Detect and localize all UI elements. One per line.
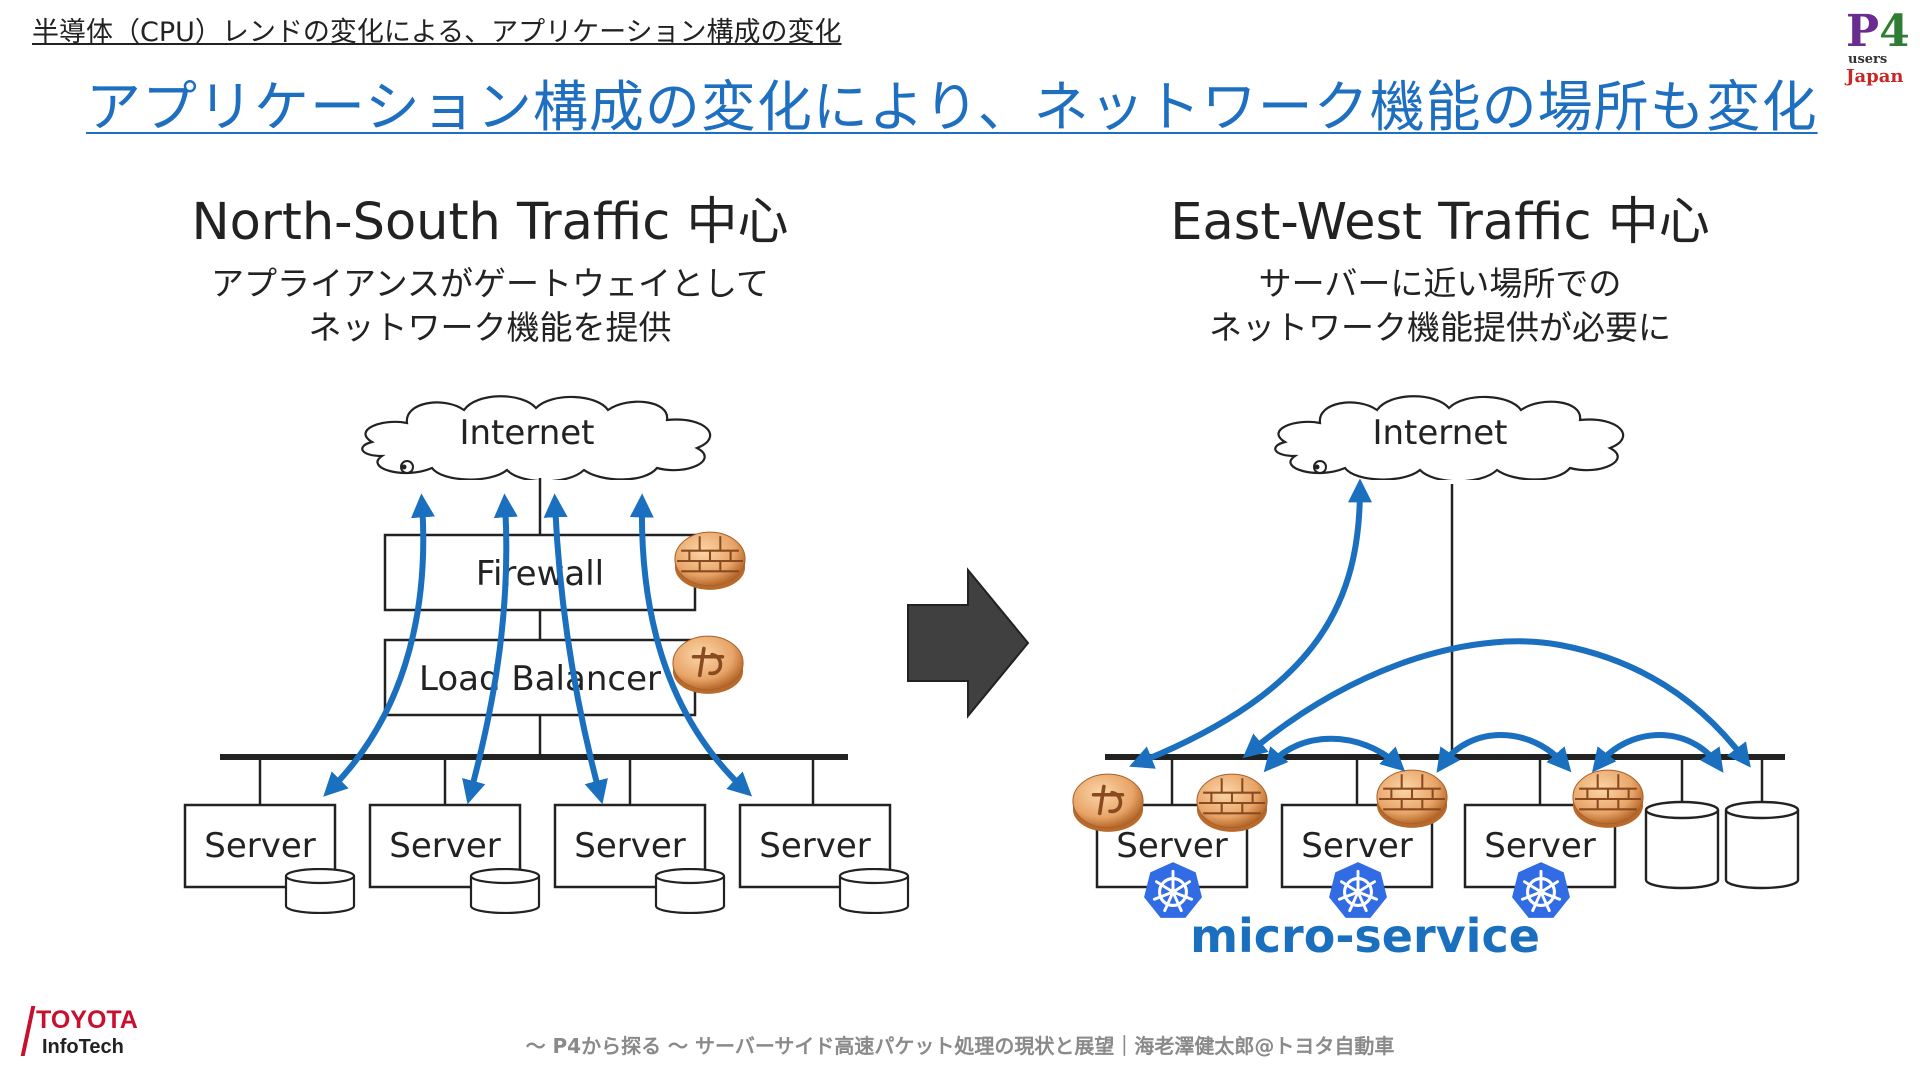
logo-four: 4 (1879, 6, 1910, 57)
left-server-4-label: Server (759, 826, 871, 866)
left-server-2-label: Server (389, 826, 501, 866)
left-internet-label: Internet (459, 413, 594, 453)
database-icon (654, 868, 726, 914)
ew-arrow-internet (1129, 478, 1372, 769)
brick-wall-icon (1195, 773, 1269, 833)
ns-arrow-1 (323, 493, 435, 797)
left-server-2: Server (368, 803, 541, 914)
ew-arrow-3 (1591, 732, 1724, 773)
left-desc-line2: ネットワーク機能を提供 (308, 308, 672, 347)
ew-arrow-long (1242, 638, 1751, 768)
ns-arrow-3 (543, 493, 608, 805)
ew-arrow-2 (1436, 732, 1572, 773)
page-title: アプリケーション構成の変化により、ネットワーク機能の場所も変化 (86, 75, 1818, 139)
right-server-2-label: Server (1301, 826, 1413, 866)
left-diagram: Internet Firewall Load Balancer Server S… (183, 395, 910, 914)
database-icon (469, 868, 541, 914)
database-icon (284, 868, 356, 914)
brand-line1: TOYOTA (36, 1006, 138, 1034)
left-server-3-label: Server (574, 826, 686, 866)
right-server-3-label: Server (1484, 826, 1596, 866)
right-heading: East-West Traffic 中心 (1170, 193, 1710, 252)
right-server-2: Server (1280, 803, 1434, 889)
right-description: サーバーに近い場所での ネットワーク機能提供が必要に (1050, 262, 1830, 350)
right-arrow-icon (907, 567, 1030, 719)
right-desc-line1: サーバーに近い場所での (1258, 264, 1622, 303)
right-server-1-label: Server (1116, 826, 1228, 866)
ns-arrow-2 (462, 493, 518, 805)
toyota-infotech-logo: TOYOTA InfoTech (20, 1000, 172, 1070)
left-heading: North-South Traffic 中心 (191, 193, 789, 252)
micro-service-label: micro-service (1190, 909, 1540, 963)
database-icon (1644, 800, 1720, 890)
database-icon (1724, 800, 1800, 890)
left-desc-line1: アプライアンスがゲートウェイとして (210, 264, 770, 303)
left-server-4: Server (738, 803, 910, 914)
footer-text: ～ P4から探る ～ サーバーサイド高速パケット処理の現状と展望｜海老澤健太郎@… (525, 1034, 1395, 1058)
ns-arrow-4 (629, 493, 753, 797)
right-internet-label: Internet (1372, 413, 1507, 453)
firewall-label: Firewall (476, 554, 604, 594)
left-description: アプライアンスがゲートウェイとして ネットワーク機能を提供 (100, 262, 880, 350)
left-server-3: Server (553, 803, 726, 914)
logo-users: users (1848, 52, 1888, 67)
left-server-1: Server (183, 803, 356, 914)
load-balancer-icon (1071, 772, 1145, 834)
left-server-1-label: Server (204, 826, 316, 866)
database-icon (838, 868, 910, 914)
p4-users-japan-logo: P4 users Japan (1846, 10, 1914, 90)
logo-p: P (1846, 6, 1880, 57)
brick-wall-icon (1375, 769, 1449, 829)
right-diagram: Internet Server Server Server (1071, 395, 1800, 963)
right-desc-line2: ネットワーク機能提供が必要に (1209, 308, 1671, 347)
load-balancer-label: Load Balancer (419, 659, 661, 699)
brand-line2: InfoTech (42, 1036, 124, 1058)
brick-wall-icon (673, 531, 747, 591)
logo-japan: Japan (1846, 66, 1904, 87)
ew-arrow-1 (1263, 735, 1406, 773)
breadcrumb: 半導体（CPU）レンドの変化による、アプリケーション構成の変化 (32, 17, 842, 48)
load-balancer-icon (671, 634, 745, 696)
brick-wall-icon (1571, 769, 1645, 829)
